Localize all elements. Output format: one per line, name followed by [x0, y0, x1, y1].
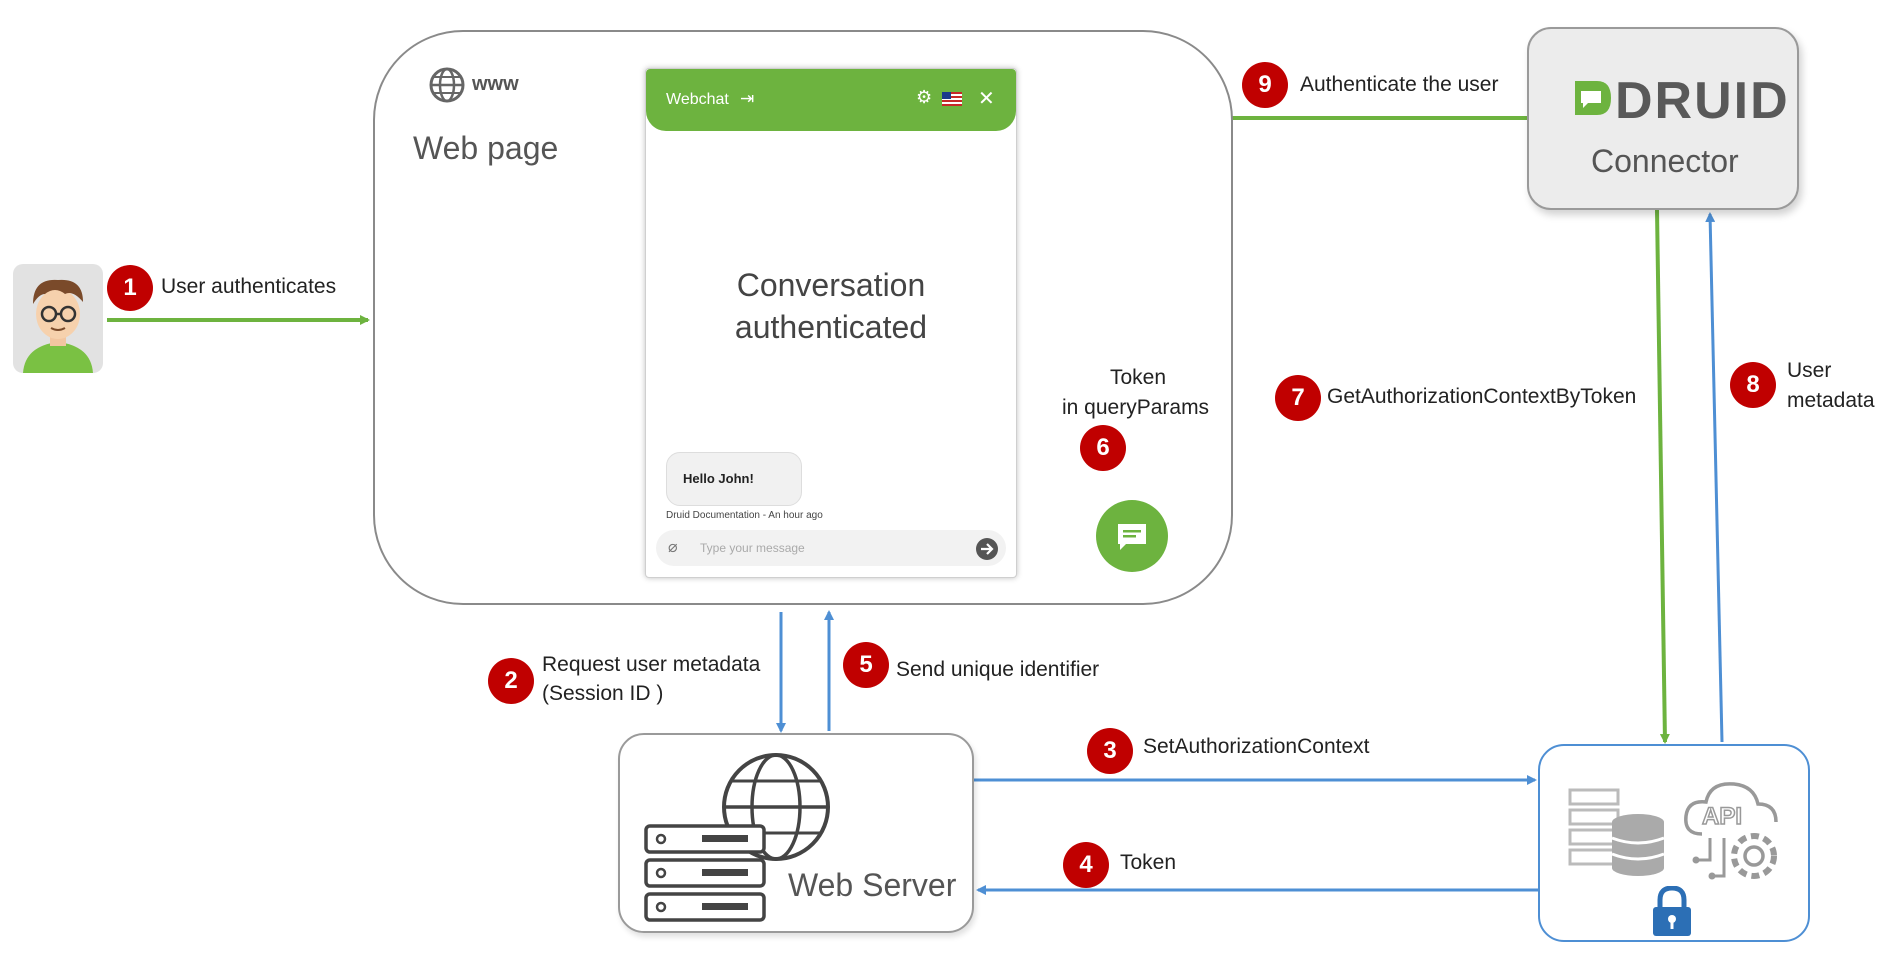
chat-launcher-button[interactable]	[1096, 500, 1168, 572]
step-2-label-line2: (Session ID )	[542, 682, 664, 705]
step-8-label-line1: User	[1787, 359, 1832, 382]
attachment-icon[interactable]: ⌀	[668, 539, 678, 556]
step-9-badge: 9	[1242, 62, 1288, 108]
user-avatar	[13, 264, 103, 373]
step-4-label: Token	[1120, 851, 1177, 874]
message-input-placeholder: Type your message	[700, 541, 805, 555]
arrow-step-7	[1655, 209, 1670, 744]
step-9-label: Authenticate the user	[1300, 73, 1499, 96]
step-3-badge: 3	[1087, 728, 1133, 774]
step-8-label-line2: metadata	[1787, 389, 1875, 412]
close-icon[interactable]: ✕	[978, 88, 995, 110]
step-8-badge: 8	[1730, 362, 1776, 408]
message-bubble: Hello John!	[666, 452, 802, 506]
step-6-label-line2: in queryParams	[1062, 396, 1210, 419]
login-icon[interactable]: ⇥	[740, 89, 755, 108]
step-4-badge: 4	[1063, 842, 1109, 888]
webchat-title: Webchat	[666, 91, 729, 108]
api-cloud-gear-icon: API	[1684, 782, 1778, 880]
webchat-header: Webchat ⇥ ⚙ ✕	[646, 69, 1016, 131]
step-3-label: SetAuthorizationContext	[1143, 735, 1370, 758]
webchat-window: Webchat ⇥ ⚙ ✕ Conversation authenticated…	[645, 68, 1017, 578]
connector-box: DRUID Connector	[1527, 27, 1799, 210]
step-2-badge: 2	[488, 658, 534, 704]
web-server-box: Web Server	[618, 733, 974, 933]
step-7-label: GetAuthorizationContextByToken	[1327, 385, 1637, 408]
backend-box: API	[1538, 744, 1810, 942]
druid-logo-text: DRUID	[1615, 72, 1790, 130]
web-page-title: Web page	[413, 130, 559, 166]
step-6-badge: 6	[1080, 425, 1126, 471]
globe-icon	[429, 67, 465, 103]
step-6-label-line1: Token	[1110, 366, 1167, 389]
us-flag-icon[interactable]	[942, 92, 962, 106]
message-meta: Druid Documentation - An hour ago	[666, 510, 823, 521]
server-globe-icon	[644, 753, 830, 922]
conversation-text-line2: authenticated	[734, 309, 928, 345]
step-2-label-line1: Request user metadata	[542, 653, 761, 676]
connector-title: Connector	[1591, 143, 1739, 179]
message-text: Hello John!	[683, 471, 754, 486]
step-7-badge: 7	[1275, 375, 1321, 421]
step-5-label: Send unique identifier	[896, 658, 1100, 681]
database-icon	[1568, 788, 1665, 876]
gear-icon[interactable]: ⚙	[916, 87, 933, 107]
step-5-badge: 5	[843, 642, 889, 688]
step-1-badge: 1	[107, 265, 153, 311]
chat-bubble-icon	[1118, 524, 1146, 550]
conversation-status: Conversation authenticated	[646, 264, 1016, 348]
conversation-text-line1: Conversation	[736, 267, 926, 303]
arrow-step-8	[1705, 212, 1724, 743]
api-label: API	[1702, 803, 1742, 830]
druid-logo-icon	[1575, 81, 1611, 115]
lock-icon	[1653, 886, 1691, 936]
message-input[interactable]: ⌀ Type your message	[656, 530, 1006, 566]
www-label: www	[472, 73, 519, 95]
send-icon[interactable]	[975, 537, 999, 561]
web-server-title: Web Server	[788, 867, 957, 903]
step-1-label: User authenticates	[161, 275, 337, 298]
